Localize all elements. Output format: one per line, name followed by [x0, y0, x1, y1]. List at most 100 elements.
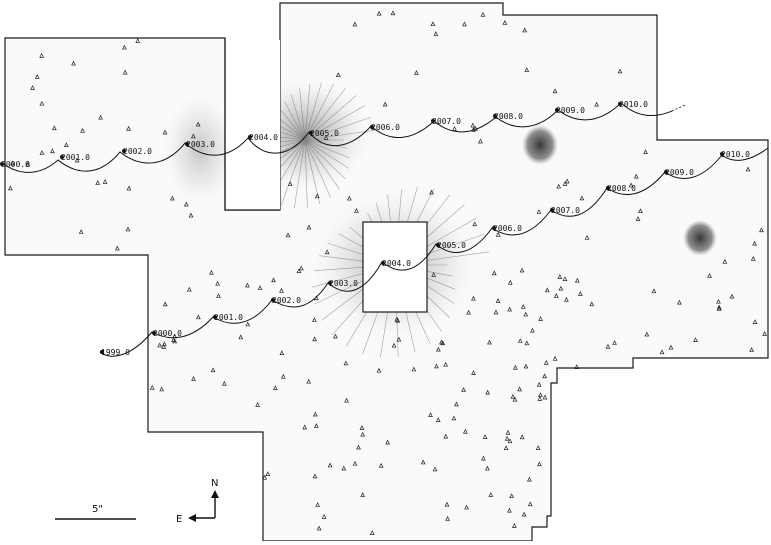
field-star	[471, 295, 476, 301]
field-star	[462, 21, 467, 27]
field-star	[482, 434, 488, 439]
epoch-marker	[122, 149, 126, 153]
epoch-marker	[618, 102, 622, 106]
field-star	[122, 44, 127, 50]
field-star	[439, 339, 444, 345]
field-star	[530, 327, 535, 333]
field-star	[544, 287, 550, 293]
field-star	[564, 178, 570, 184]
field-star	[34, 74, 40, 79]
spike	[304, 95, 357, 141]
field-star	[589, 301, 595, 307]
field-star	[312, 336, 317, 342]
field-star	[635, 216, 641, 221]
field-star	[435, 417, 441, 423]
field-star	[162, 341, 167, 347]
field-star	[245, 321, 251, 327]
epoch-label: 2003.0	[329, 279, 358, 288]
field-star	[245, 282, 250, 288]
field-star	[472, 221, 478, 227]
field-star	[356, 444, 361, 450]
field-star	[262, 474, 268, 480]
field-star	[324, 249, 330, 255]
scale-bar-label: 5"	[92, 504, 103, 515]
star-blob	[683, 220, 717, 256]
field-star	[520, 303, 526, 309]
field-star	[209, 269, 214, 275]
epoch-marker	[185, 142, 189, 146]
epoch-label: 2010.0	[619, 100, 648, 109]
field-star	[25, 161, 31, 167]
spike	[304, 105, 366, 141]
field-star	[480, 11, 486, 17]
spike	[280, 109, 306, 141]
epoch-label: 2002.0	[272, 296, 301, 305]
epoch-label: 2007.0	[551, 206, 580, 215]
field-star	[445, 516, 450, 521]
spike	[304, 82, 322, 141]
field-star	[612, 340, 617, 345]
field-star	[161, 344, 167, 349]
field-star	[488, 492, 494, 497]
epoch-marker	[492, 226, 496, 230]
field-star	[39, 150, 45, 155]
epoch-marker	[436, 243, 440, 247]
field-star	[628, 182, 634, 188]
field-star	[221, 380, 227, 386]
field-star	[524, 340, 530, 346]
epoch-label: 2007.0	[432, 117, 461, 126]
field-star	[651, 288, 657, 294]
field-star	[558, 285, 564, 291]
field-star	[693, 337, 698, 342]
field-star	[285, 232, 291, 238]
epoch-label: 2004.0	[249, 133, 278, 142]
epoch-label: 2006.0	[371, 123, 400, 132]
field-star	[394, 316, 400, 322]
field-star	[577, 291, 583, 296]
field-star	[556, 183, 562, 189]
field-star	[507, 279, 513, 285]
field-star	[519, 267, 525, 273]
field-star	[557, 274, 563, 279]
epoch-marker	[664, 170, 668, 174]
field-star	[216, 293, 221, 298]
field-star	[50, 148, 55, 154]
bright-star-halo	[160, 90, 240, 210]
field-star	[512, 364, 518, 370]
field-star	[215, 280, 220, 286]
field-star	[126, 185, 132, 191]
field-star	[536, 461, 542, 467]
compass-north-label: N	[211, 478, 218, 489]
field-star	[470, 122, 476, 128]
masked-region	[362, 221, 428, 313]
epoch-marker	[271, 298, 275, 302]
field-star	[238, 334, 244, 340]
field-star	[466, 309, 471, 315]
compass-east-label: E	[176, 514, 182, 525]
field-star	[296, 268, 302, 273]
epoch-label: 2009.0	[665, 168, 694, 177]
epoch-label: 2000.0	[153, 329, 182, 338]
field-star	[10, 160, 15, 166]
field-star	[122, 69, 128, 75]
field-star	[722, 258, 728, 264]
field-star	[352, 21, 358, 27]
upper-track-end	[671, 104, 686, 112]
field-star	[302, 424, 308, 430]
field-star	[411, 366, 417, 372]
epoch-label: 2001.0	[214, 313, 243, 322]
field-star	[7, 185, 13, 191]
field-star	[512, 396, 518, 402]
field-star	[169, 195, 175, 201]
field-star	[716, 298, 721, 304]
field-star	[125, 226, 131, 232]
field-star	[343, 360, 349, 366]
field-star	[428, 412, 433, 417]
field-star	[605, 343, 611, 349]
field-star	[210, 367, 216, 373]
field-star	[749, 347, 754, 352]
field-star	[39, 52, 45, 58]
field-star	[537, 396, 543, 401]
epoch-label: 2001.0	[61, 153, 90, 162]
spike	[299, 88, 306, 141]
